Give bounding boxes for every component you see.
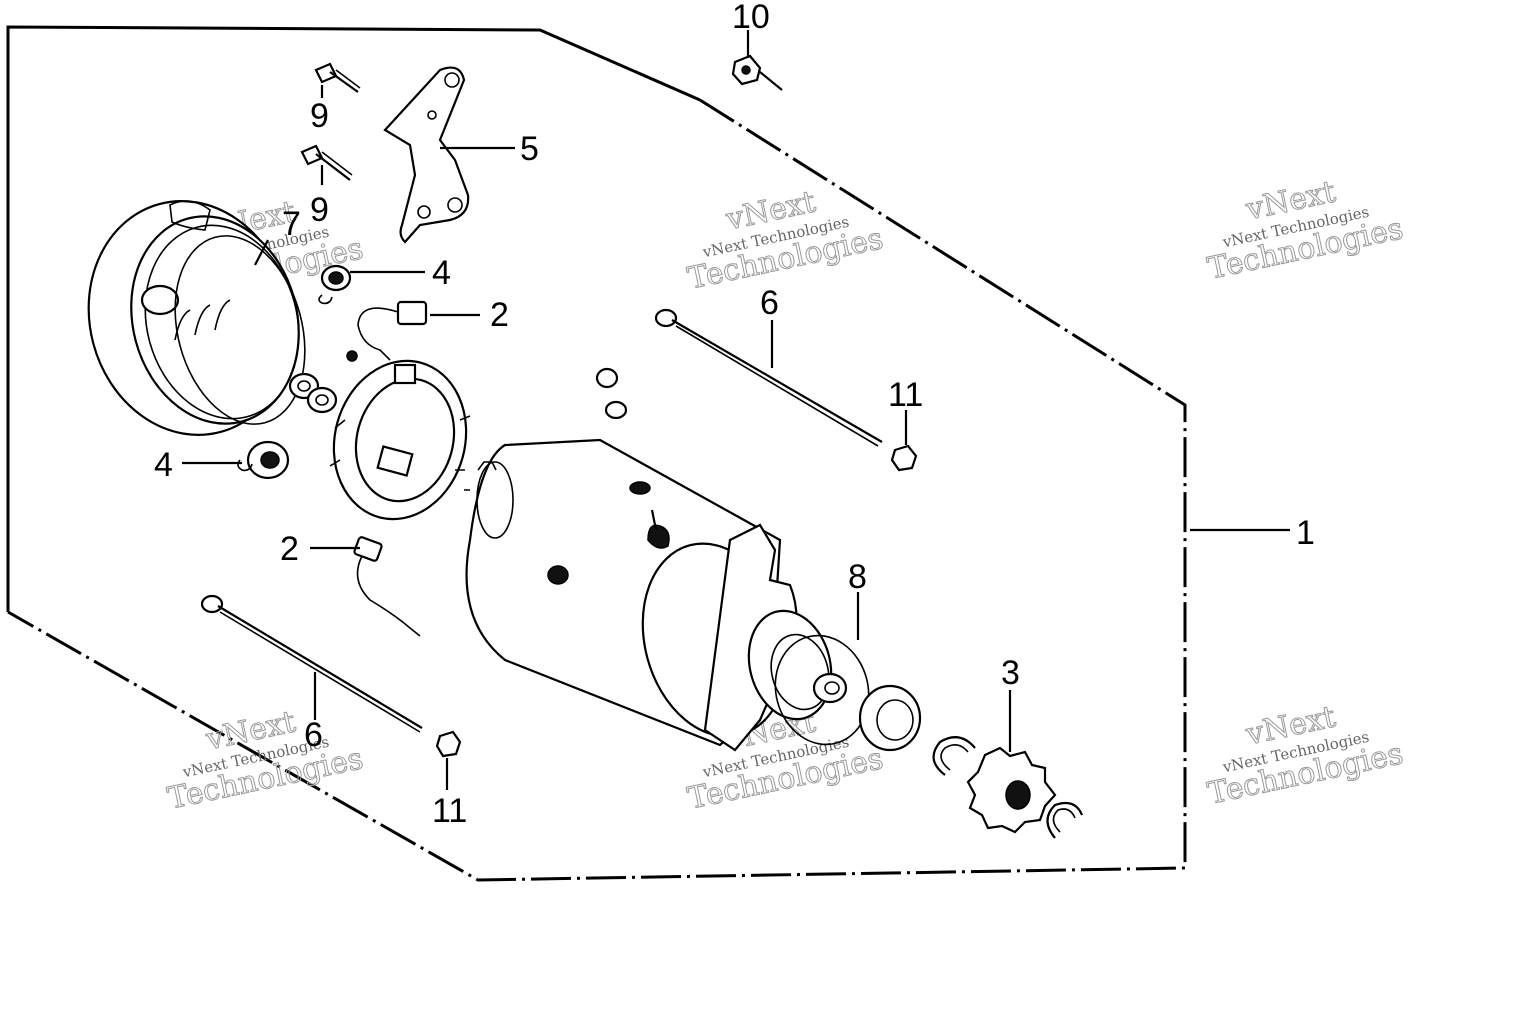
brush <box>346 300 428 362</box>
o-ring <box>174 235 306 425</box>
callout-9: 9 <box>310 97 329 135</box>
callout-8: 8 <box>848 558 867 596</box>
spring-collar <box>858 684 922 752</box>
mounting-bracket <box>383 66 470 244</box>
leader-lines <box>182 30 1290 790</box>
watermark: vNext vNext Technologies Technologies <box>1204 699 1406 812</box>
callout-5: 5 <box>520 130 539 168</box>
nut <box>435 730 462 758</box>
callout-2: 2 <box>280 530 299 568</box>
gasket <box>774 634 870 746</box>
bearing <box>237 440 290 480</box>
front-flange <box>641 523 848 752</box>
washer <box>288 372 338 414</box>
watermark: vNext vNext Technologies Technologies <box>1204 174 1406 287</box>
bolt <box>314 62 361 93</box>
callout-1: 1 <box>1296 514 1315 552</box>
brush-holder <box>329 359 471 521</box>
snap-ring <box>932 736 976 776</box>
callout-6: 6 <box>304 716 323 754</box>
assembly-outline <box>6 25 1187 882</box>
callout-11: 11 <box>888 376 923 414</box>
callout-4: 4 <box>154 446 173 484</box>
through-bolt <box>654 308 883 447</box>
nut <box>731 54 783 91</box>
callout-3: 3 <box>1001 654 1020 692</box>
brush <box>353 536 421 637</box>
nut <box>890 444 918 472</box>
callout-7: 7 <box>282 205 301 243</box>
callout-10: 10 <box>732 0 770 36</box>
callout-6: 6 <box>760 284 779 322</box>
callouts: 1 2 2 3 4 4 5 6 6 7 8 9 9 10 11 11 <box>154 0 1315 830</box>
pinion-gear <box>966 746 1057 834</box>
watermark: vNext vNext Technologies Technologies <box>684 184 886 297</box>
bearing <box>318 264 352 305</box>
through-bolt <box>200 594 423 733</box>
callout-2: 2 <box>490 296 509 334</box>
callout-11: 11 <box>432 792 467 830</box>
nut <box>595 367 628 420</box>
callout-4: 4 <box>432 254 451 292</box>
bolt <box>300 144 353 181</box>
callout-9: 9 <box>310 191 329 229</box>
